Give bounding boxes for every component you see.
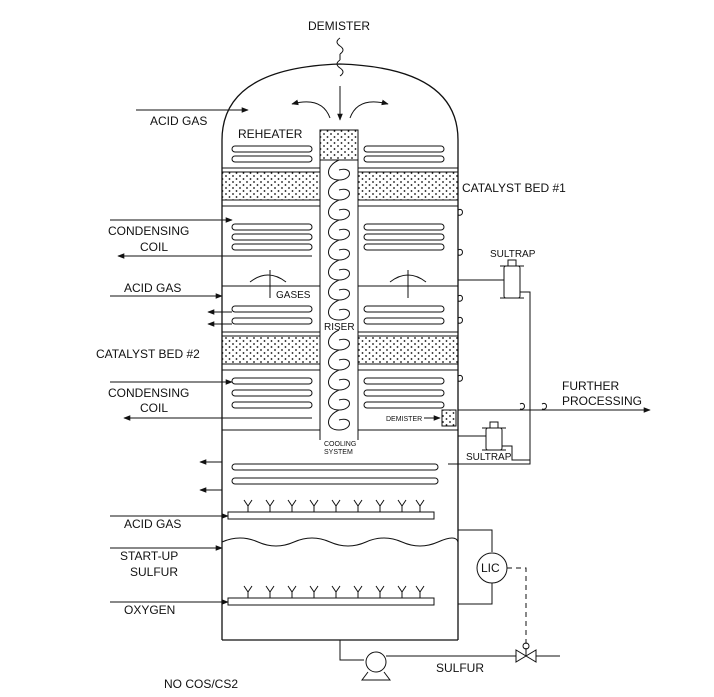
- lic-signal-line: [507, 567, 527, 650]
- coil-stage-2-left: [231, 305, 313, 325]
- sultrap-1-label: SULTRAP: [490, 249, 536, 260]
- cooling-system-label-1: COOLING: [324, 441, 356, 448]
- demister-top-label: DEMISTER: [308, 19, 370, 33]
- condensing-coil-1-right: [363, 223, 445, 251]
- catalyst-bed-2-label: CATALYST BED #2: [96, 347, 200, 361]
- coil-stage-2-right: [363, 305, 445, 325]
- bottom-outlet-pipe: [339, 640, 364, 661]
- cooling-system-label-2: SYSTEM: [324, 449, 353, 456]
- condensing-coil-2-label-2: COIL: [140, 401, 168, 415]
- side-demister-block: [441, 409, 457, 427]
- catalyst-bed-1-left: [221, 171, 321, 201]
- condensing-coil-1-label-2: COIL: [140, 240, 168, 254]
- central-riser: [319, 130, 359, 440]
- tap-squiggle-7: [541, 402, 547, 410]
- riser-label: RISER: [324, 322, 355, 333]
- reheater-block: [319, 129, 359, 161]
- sultrap-2-label: SULTRAP: [466, 452, 512, 463]
- acid-gas-1-label: ACID GAS: [150, 114, 207, 128]
- condensing-coil-1-label-1: CONDENSING: [108, 224, 189, 238]
- liquid-sulfur-level: [221, 537, 459, 547]
- condensing-coil-2-label-1: CONDENSING: [108, 386, 189, 400]
- startup-sulfur-label-2: SULFUR: [130, 565, 178, 579]
- vessel-shell: [221, 63, 459, 641]
- no-cos-cs2-label: NO COS/CS2: [164, 677, 238, 691]
- riser-coil: [328, 159, 350, 431]
- sultrap-1: [500, 259, 524, 299]
- acid-gas-3-label: ACID GAS: [124, 517, 181, 531]
- tap-squiggle-1: [457, 208, 463, 216]
- condensing-coil-1-left: [231, 223, 313, 251]
- catalyst-bed-2-right: [357, 335, 459, 365]
- tap-squiggle-3: [457, 294, 463, 302]
- condensing-coil-2-left: [231, 377, 313, 409]
- lic-upper-tap: [458, 529, 493, 552]
- reheater-label: REHEATER: [238, 127, 303, 141]
- catalyst-bed-1-right: [357, 171, 459, 201]
- sultrap-2-outlet-line: [502, 445, 530, 461]
- lower-cooling-coil: [231, 463, 439, 485]
- startup-sulfur-label-1: START-UP: [120, 549, 178, 563]
- top-demister-nozzle: [336, 37, 344, 77]
- dome-flow-arrow-right: [349, 99, 389, 119]
- sparger-lower: [227, 585, 435, 606]
- catalyst-bed-1-label: CATALYST BED #1: [462, 181, 566, 195]
- demister-side-label: DEMISTER: [386, 416, 422, 423]
- acid-gas-2-label: ACID GAS: [124, 281, 181, 295]
- lic-label: LIC: [481, 561, 500, 575]
- reheater-coil-left: [231, 145, 313, 163]
- lic-lower-tap: [458, 583, 493, 605]
- oxygen-label: OXYGEN: [124, 603, 175, 617]
- further-processing-label-1: FURTHER: [562, 379, 619, 393]
- gases-label: GASES: [276, 290, 311, 301]
- sultrap-2: [482, 421, 506, 451]
- sulfur-pump: [361, 651, 391, 681]
- catalyst-bed-2-left: [221, 335, 321, 365]
- tap-squiggle-5: [457, 374, 463, 382]
- sparger-upper: [227, 499, 435, 520]
- condensing-coil-2-right: [363, 377, 445, 409]
- tap-squiggle-4: [457, 316, 463, 324]
- control-valve: [515, 642, 537, 663]
- gas-distributor-left: [249, 270, 287, 298]
- reheater-coil-right: [363, 145, 445, 163]
- gas-distributor-right: [389, 270, 427, 298]
- tap-squiggle-6: [519, 402, 525, 410]
- sultrap-1-return-line: [448, 291, 531, 465]
- sulfur-out-label: SULFUR: [436, 661, 484, 675]
- dome-flow-arrow-left: [291, 99, 331, 119]
- further-processing-label-2: PROCESSING: [562, 394, 642, 408]
- tap-squiggle-2: [457, 248, 463, 256]
